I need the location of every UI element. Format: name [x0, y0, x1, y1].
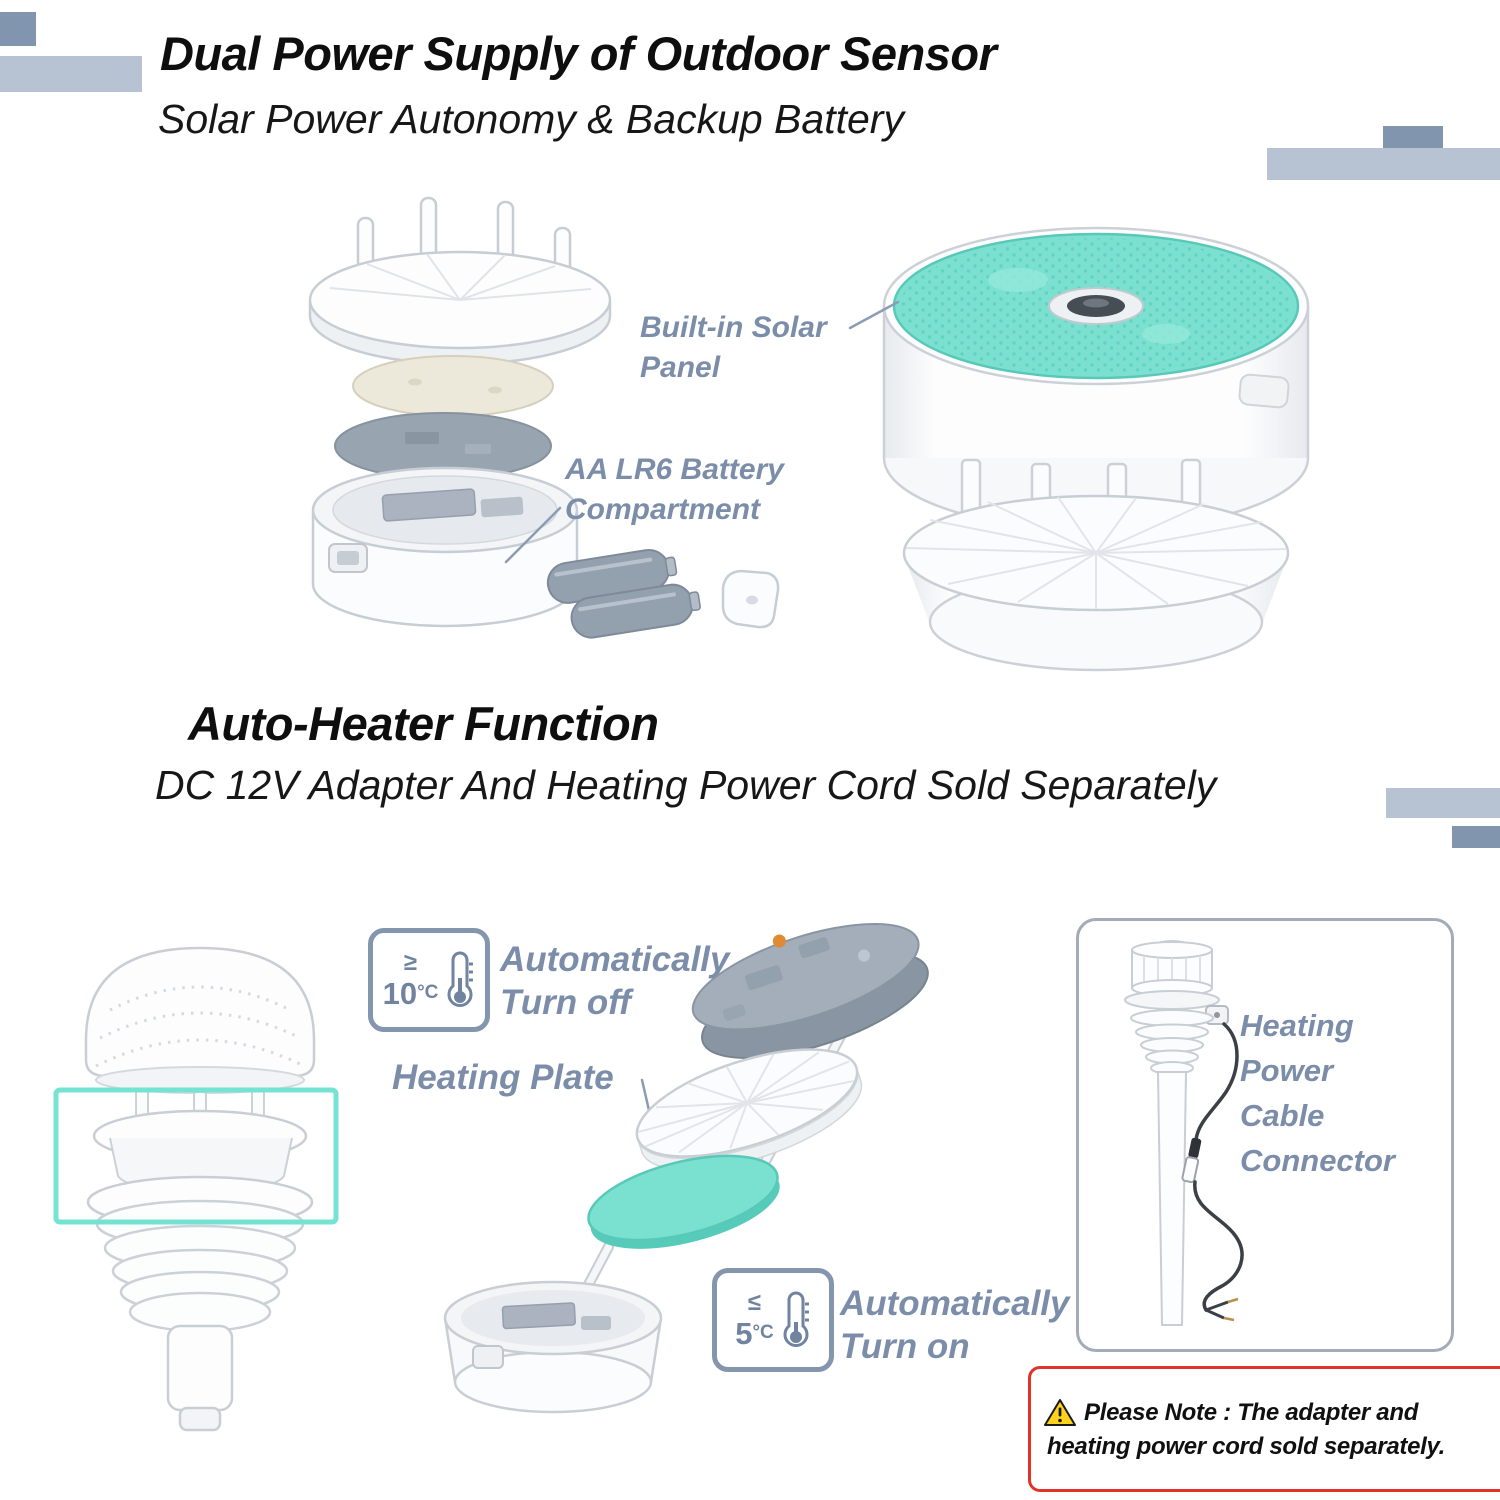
turn-on-threshold: ≤ 5°C — [735, 1289, 774, 1351]
decor-bar-top-right-light — [1267, 148, 1500, 180]
power-section-title: Dual Power Supply of Outdoor Sensor — [160, 27, 997, 80]
louver-neck — [1130, 1009, 1214, 1075]
decor-bar-mid-right-light — [1386, 788, 1500, 818]
wind-indicator-dot — [772, 934, 786, 948]
exploded-battery-diagram — [308, 196, 780, 639]
decor-bar-top-left-light — [0, 56, 142, 92]
connector-label-line4: Connector — [1240, 1142, 1395, 1178]
turn-on-caption: Automatically Turn on — [840, 1282, 1070, 1369]
decor-bar-top-left-dark — [0, 12, 36, 46]
auto-turn-off-badge: ≥ 10°C — [368, 928, 490, 1032]
thermometer-icon — [783, 1291, 809, 1347]
turn-off-caption-line2: Turn off — [500, 983, 631, 1023]
note-text-line1: Please Note : The adapter and — [1084, 1398, 1419, 1426]
connector-label-line2: Power — [1240, 1052, 1334, 1088]
battery-cover — [721, 569, 780, 629]
mounting-pole — [1156, 1071, 1188, 1326]
gasket-disc — [352, 355, 554, 417]
solar-panel-label-line2: Panel — [640, 350, 721, 384]
aa-batteries — [546, 548, 701, 639]
gte-symbol: ≥ — [403, 949, 418, 976]
decor-bar-top-right-dark — [1383, 126, 1443, 148]
thermometer-icon — [447, 951, 474, 1007]
sensor-heater-zone-diagram — [53, 946, 339, 1432]
heating-plate-label: Heating Plate — [392, 1058, 614, 1097]
turn-on-temp: 5°C — [735, 1316, 774, 1351]
rain-funnel-hole — [1048, 287, 1144, 325]
top-cap — [308, 250, 612, 366]
battery-housing — [311, 466, 579, 628]
auto-turn-on-badge: ≤ 5°C — [712, 1268, 834, 1372]
power-section-subtitle: Solar Power Autonomy & Backup Battery — [158, 96, 904, 142]
exploded-heater-diagram — [443, 922, 929, 1414]
turn-on-caption-line2: Turn on — [840, 1327, 970, 1367]
turn-on-caption-line1: Automatically — [840, 1284, 1070, 1323]
sensor-core-assembly — [691, 922, 929, 1059]
connector-label-line3: Cable — [1240, 1097, 1325, 1133]
cable-connector-plug — [1181, 1137, 1202, 1184]
note-line2: heating power cord sold separately. — [1043, 1433, 1500, 1461]
heater-section-title: Auto-Heater Function — [188, 697, 659, 750]
heating-cable — [1194, 1022, 1239, 1142]
lte-symbol: ≤ — [747, 1289, 762, 1316]
cable-connector-label: Heating Power Cable Connector — [1240, 1004, 1395, 1184]
solar-panel-label: Built-in Solar Panel — [640, 308, 827, 387]
turn-off-caption-line1: Automatically — [500, 940, 730, 979]
louver-stack — [86, 1175, 314, 1333]
solar-panel-label-line1: Built-in Solar — [640, 311, 827, 344]
bottom-housing — [443, 1280, 663, 1414]
sensor-tail — [166, 1324, 234, 1432]
sensor-dome — [84, 946, 316, 1078]
battery-compartment-label: AA LR6 Battery Compartment — [565, 450, 784, 529]
fluted-disc — [635, 1048, 863, 1171]
fluted-base — [902, 494, 1290, 672]
decor-bar-mid-right-dark — [1452, 826, 1500, 848]
turn-off-threshold: ≥ 10°C — [382, 949, 439, 1011]
turn-off-caption: Automatically Turn off — [500, 938, 730, 1025]
turn-off-temp: 10°C — [382, 976, 439, 1011]
battery-label-line2: Compartment — [565, 492, 761, 526]
assembled-sensor-diagram — [882, 226, 1310, 672]
pole-mounted-sensor-diagram — [1124, 940, 1244, 1326]
heating-plate — [587, 1154, 780, 1249]
heater-highlight-frame — [53, 1087, 339, 1225]
connector-label-line1: Heating — [1240, 1008, 1354, 1043]
note-text-line2: heating power cord sold separately. — [1047, 1432, 1446, 1460]
side-port — [1238, 373, 1290, 409]
battery-label-line1: AA LR6 Battery — [565, 453, 784, 486]
note-line1: Please Note : The adapter and — [1043, 1398, 1500, 1428]
circuit-disc — [334, 412, 552, 480]
warning-icon — [1044, 1398, 1076, 1426]
heater-section-subtitle: DC 12V Adapter And Heating Power Cord So… — [155, 762, 1217, 808]
note-box: Please Note : The adapter and heating po… — [1028, 1366, 1500, 1492]
